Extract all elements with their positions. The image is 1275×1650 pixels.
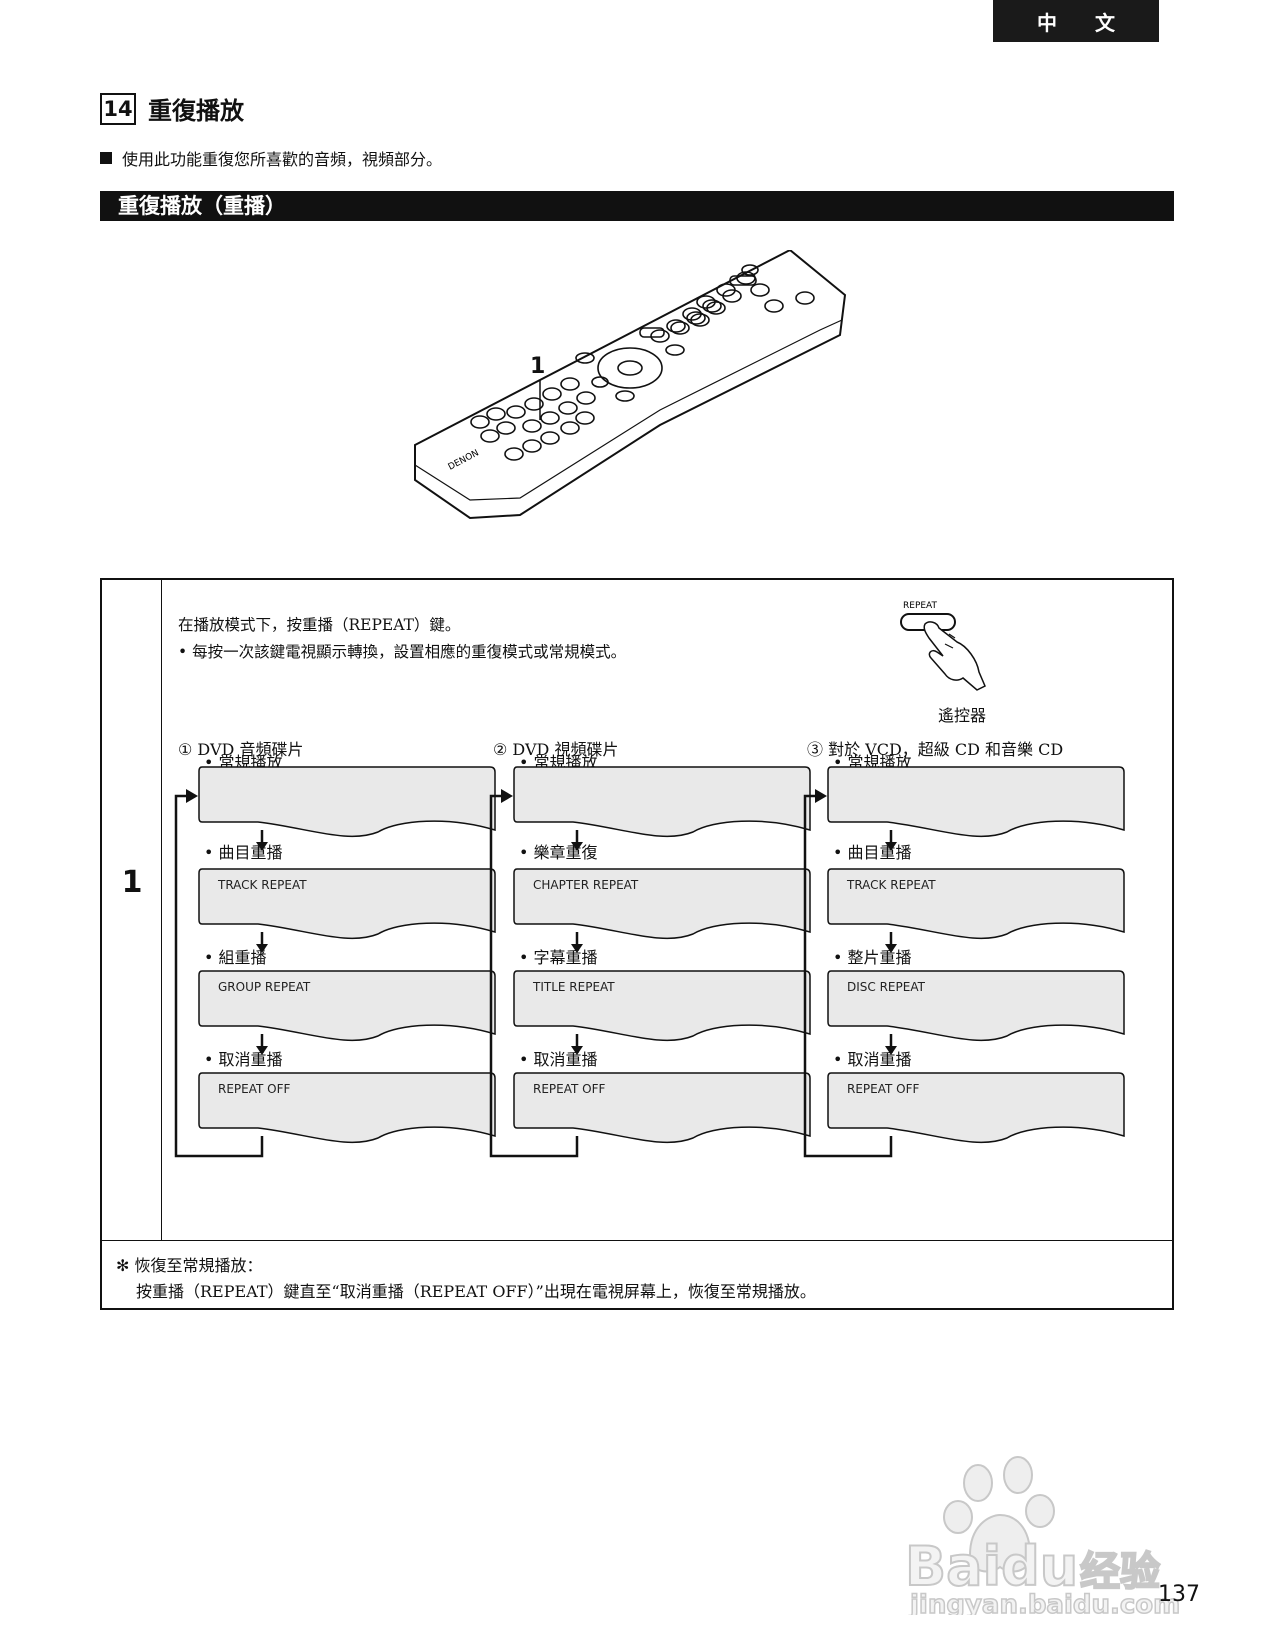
remote-callout-number: 1 (530, 354, 546, 379)
remote-caption: 遙控器 (937, 706, 986, 725)
down-arrow-icon (571, 932, 583, 953)
tv-screen-panel (513, 970, 811, 1042)
tv-screen-panel (198, 970, 496, 1042)
section-heading: 14 重復播放 (100, 91, 244, 126)
mode-label: • 取消重播 (204, 1050, 283, 1069)
screen-text: REPEAT OFF (847, 1082, 920, 1096)
loop-back-arrow (489, 789, 579, 1158)
down-arrow-icon (571, 830, 583, 851)
screen-text: REPEAT OFF (218, 1082, 291, 1096)
column-title-dvd-video: ② DVD 視頻碟片 (493, 740, 619, 759)
screen-text: GROUP REPEAT (218, 980, 311, 994)
baidu-watermark: Baidu 经验 jingyan.baidu.com (904, 1456, 1181, 1615)
down-arrow-icon (885, 1034, 897, 1055)
section-title: 重復播放 (148, 97, 244, 125)
down-arrow-icon (256, 1034, 268, 1055)
mode-label: • 曲目重播 (204, 843, 283, 862)
watermark-brand-cn: 经验 (1080, 1549, 1160, 1595)
mode-label: • 取消重播 (833, 1050, 912, 1069)
column-title-dvd-audio: ① DVD 音頻碟片 (178, 740, 304, 759)
down-arrow-icon (256, 932, 268, 953)
step-bullet-text: 每按一次該鍵電視顯示轉換，設置相應的重復模式或常規模式。 (192, 643, 627, 661)
tv-screen-panel (198, 766, 496, 838)
repeat-key-illustration: REPEAT (900, 601, 986, 691)
intro-text: 使用此功能重復您所喜歡的音頻，視頻部分。 (122, 150, 443, 169)
tv-screen-panel (827, 868, 1125, 940)
mode-label: • 樂章重復 (519, 843, 598, 862)
screen-text: CHAPTER REPEAT (533, 878, 639, 892)
down-arrow-icon (885, 830, 897, 851)
note-separator (102, 1240, 1172, 1241)
loop-back-arrow (803, 789, 893, 1158)
mode-label: • 字幕重播 (519, 948, 598, 967)
mode-label: • 曲目重播 (833, 843, 912, 862)
screen-text: TITLE REPEAT (533, 980, 615, 994)
screen-text: REPEAT OFF (533, 1082, 606, 1096)
step-box: 1 在播放模式下，按重播（REPEAT）鍵。 • 每按一次該鍵電視顯示轉換，設置… (100, 578, 1174, 1310)
square-bullet-icon (100, 152, 112, 164)
language-tab: 中文 (993, 0, 1159, 42)
note-title: ✻ 恢復至常規播放： (116, 1256, 263, 1275)
step-number-column: 1 (102, 580, 162, 1240)
watermark-url: jingyan.baidu.com (909, 1590, 1180, 1615)
callout-leader-line (539, 380, 541, 420)
screen-text: TRACK REPEAT (218, 878, 307, 892)
step-bullet: • 每按一次該鍵電視顯示轉換，設置相應的重復模式或常規模式。 (178, 643, 627, 661)
mode-label: • 整片重播 (833, 948, 912, 967)
repeat-key-label: REPEAT (903, 601, 938, 611)
tv-screen-panel (198, 1072, 496, 1144)
remote-control-illustration: DENON (414, 250, 847, 520)
mode-label: • 組重播 (204, 948, 267, 967)
mode-label: • 取消重播 (519, 1050, 598, 1069)
intro-line: 使用此功能重復您所喜歡的音頻，視頻部分。 (100, 146, 442, 170)
tv-screen-panel (513, 1072, 811, 1144)
note-body: 按重播（REPEAT）鍵直至“取消重播（REPEAT OFF）”出現在電視屏幕上… (136, 1282, 816, 1301)
watermark-brand: Baidu (905, 1535, 1078, 1598)
column-title-vcd-cd: ③ 對於 VCD，超級 CD 和音樂 CD (807, 740, 1064, 759)
step-instruction-text: 在播放模式下，按重播（REPEAT）鍵。 (178, 616, 461, 634)
loop-back-arrow (174, 789, 264, 1158)
down-arrow-icon (571, 1034, 583, 1055)
down-arrow-icon (256, 830, 268, 851)
page-number: 137 (1158, 1582, 1200, 1607)
section-number: 14 (100, 92, 136, 125)
tv-screen-panel (827, 766, 1125, 838)
tv-screen-panel (513, 766, 811, 838)
tv-screen-panel (198, 868, 496, 940)
tv-screen-panel (827, 1072, 1125, 1144)
screen-text: TRACK REPEAT (847, 878, 936, 892)
tv-screen-panel (513, 868, 811, 940)
subsection-title-bar: 重復播放（重播） (100, 191, 1174, 221)
tv-screen-panel (827, 970, 1125, 1042)
step-number: 1 (121, 865, 143, 900)
screen-text: DISC REPEAT (847, 980, 925, 994)
step-instructions: 在播放模式下，按重播（REPEAT）鍵。 • 每按一次該鍵電視顯示轉換，設置相應… (178, 612, 626, 666)
down-arrow-icon (885, 932, 897, 953)
